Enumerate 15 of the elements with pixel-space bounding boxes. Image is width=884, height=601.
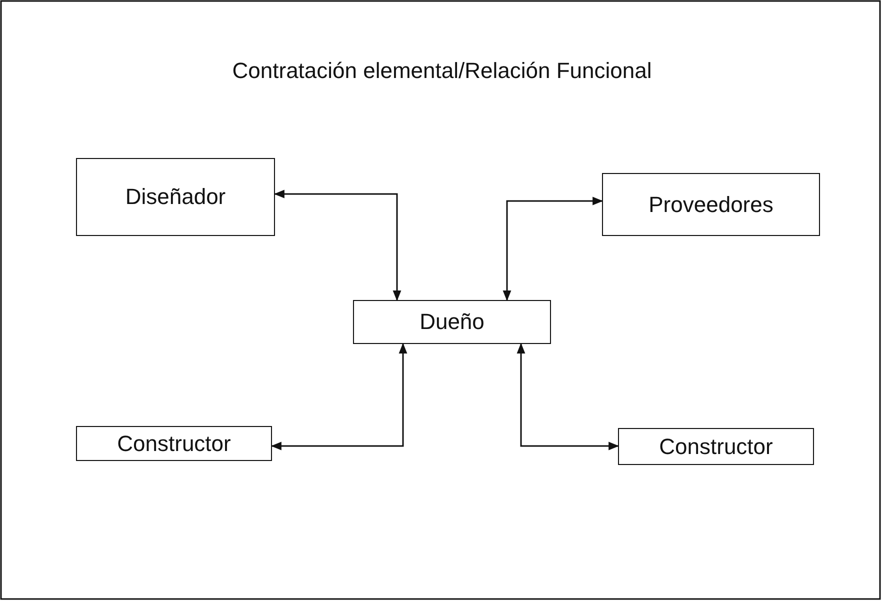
entity-box	[618, 428, 814, 465]
diagram-title: Contratación elemental/Relación Funcional	[231, 58, 653, 84]
connector-arrow	[516, 342, 620, 450]
entity-box	[76, 426, 272, 461]
box-label: Dueño	[420, 309, 484, 335]
box-label: Proveedores	[648, 192, 774, 218]
entity-box	[353, 300, 551, 344]
connector-arrow	[274, 190, 402, 302]
connector-arrow	[270, 342, 408, 450]
connector-arrow	[502, 196, 604, 302]
box-label: Constructor	[659, 434, 773, 460]
entity-box	[602, 173, 820, 236]
entity-box	[76, 158, 275, 236]
box-label: Diseñador	[125, 184, 226, 210]
box-label: Constructor	[117, 430, 231, 456]
